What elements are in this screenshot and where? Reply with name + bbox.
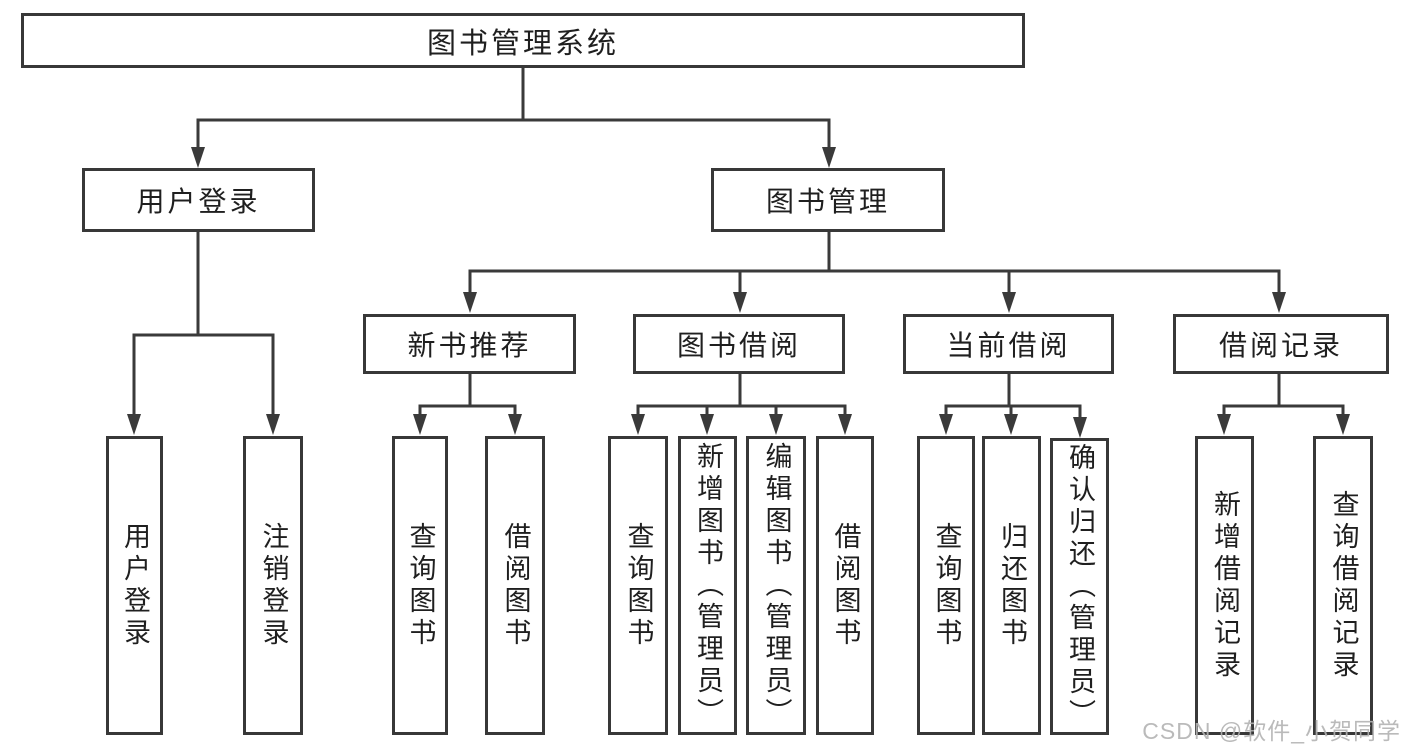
node-new-book-recommendation: 新书推荐 xyxy=(363,314,576,374)
node-label: 图书借阅 xyxy=(676,330,801,361)
leaf-records-add-record: 新增借阅记录 xyxy=(1195,436,1254,735)
node-label: 用户登录 xyxy=(136,186,261,217)
leaf-current-return-books: 归还图书 xyxy=(982,436,1041,735)
node-label: 归还图书 xyxy=(997,521,1027,650)
leaf-newbook-borrow-books: 借阅图书 xyxy=(485,436,545,735)
leaf-newbook-query-books: 查询图书 xyxy=(392,436,448,735)
node-label: 借阅图书 xyxy=(830,521,861,650)
node-current-borrowing: 当前借阅 xyxy=(903,314,1114,374)
node-label: 编辑图书（管理员） xyxy=(761,441,792,730)
node-borrowing-records: 借阅记录 xyxy=(1173,314,1389,374)
node-label: 新书推荐 xyxy=(407,330,532,361)
node-label: 查询图书 xyxy=(623,521,654,650)
node-book-borrowing: 图书借阅 xyxy=(633,314,845,374)
leaf-user-login: 用户登录 xyxy=(106,436,163,735)
leaf-borrow-edit-books-admin: 编辑图书（管理员） xyxy=(746,436,806,735)
leaf-borrow-borrow-books: 借阅图书 xyxy=(816,436,874,735)
leaf-records-query-record: 查询借阅记录 xyxy=(1313,436,1373,735)
node-library-management-system: 图书管理系统 xyxy=(21,13,1025,68)
node-label: 图书管理系统 xyxy=(426,27,619,60)
node-label: 查询图书 xyxy=(931,521,962,650)
node-user-login: 用户登录 xyxy=(82,168,315,232)
node-label: 用户登录 xyxy=(120,521,150,650)
node-label: 新增图书（管理员） xyxy=(693,441,723,730)
node-label: 借阅记录 xyxy=(1218,330,1343,361)
csdn-watermark: CSDN @软件_小贺同学 xyxy=(1142,718,1401,744)
node-label: 查询借阅记录 xyxy=(1328,489,1359,682)
leaf-logout: 注销登录 xyxy=(243,436,303,735)
node-label: 确认归还（管理员） xyxy=(1065,442,1095,731)
node-label: 查询图书 xyxy=(405,521,436,650)
node-label: 借阅图书 xyxy=(500,521,531,650)
node-label: 注销登录 xyxy=(258,521,289,650)
leaf-borrow-add-books-admin: 新增图书（管理员） xyxy=(678,436,737,735)
node-label: 图书管理 xyxy=(765,186,890,217)
leaf-current-confirm-return-admin: 确认归还（管理员） xyxy=(1050,438,1109,735)
node-label: 当前借阅 xyxy=(946,330,1071,361)
node-label: 新增借阅记录 xyxy=(1210,489,1240,682)
node-book-management: 图书管理 xyxy=(711,168,945,232)
leaf-current-query-books: 查询图书 xyxy=(917,436,975,735)
leaf-borrow-query-books: 查询图书 xyxy=(608,436,668,735)
